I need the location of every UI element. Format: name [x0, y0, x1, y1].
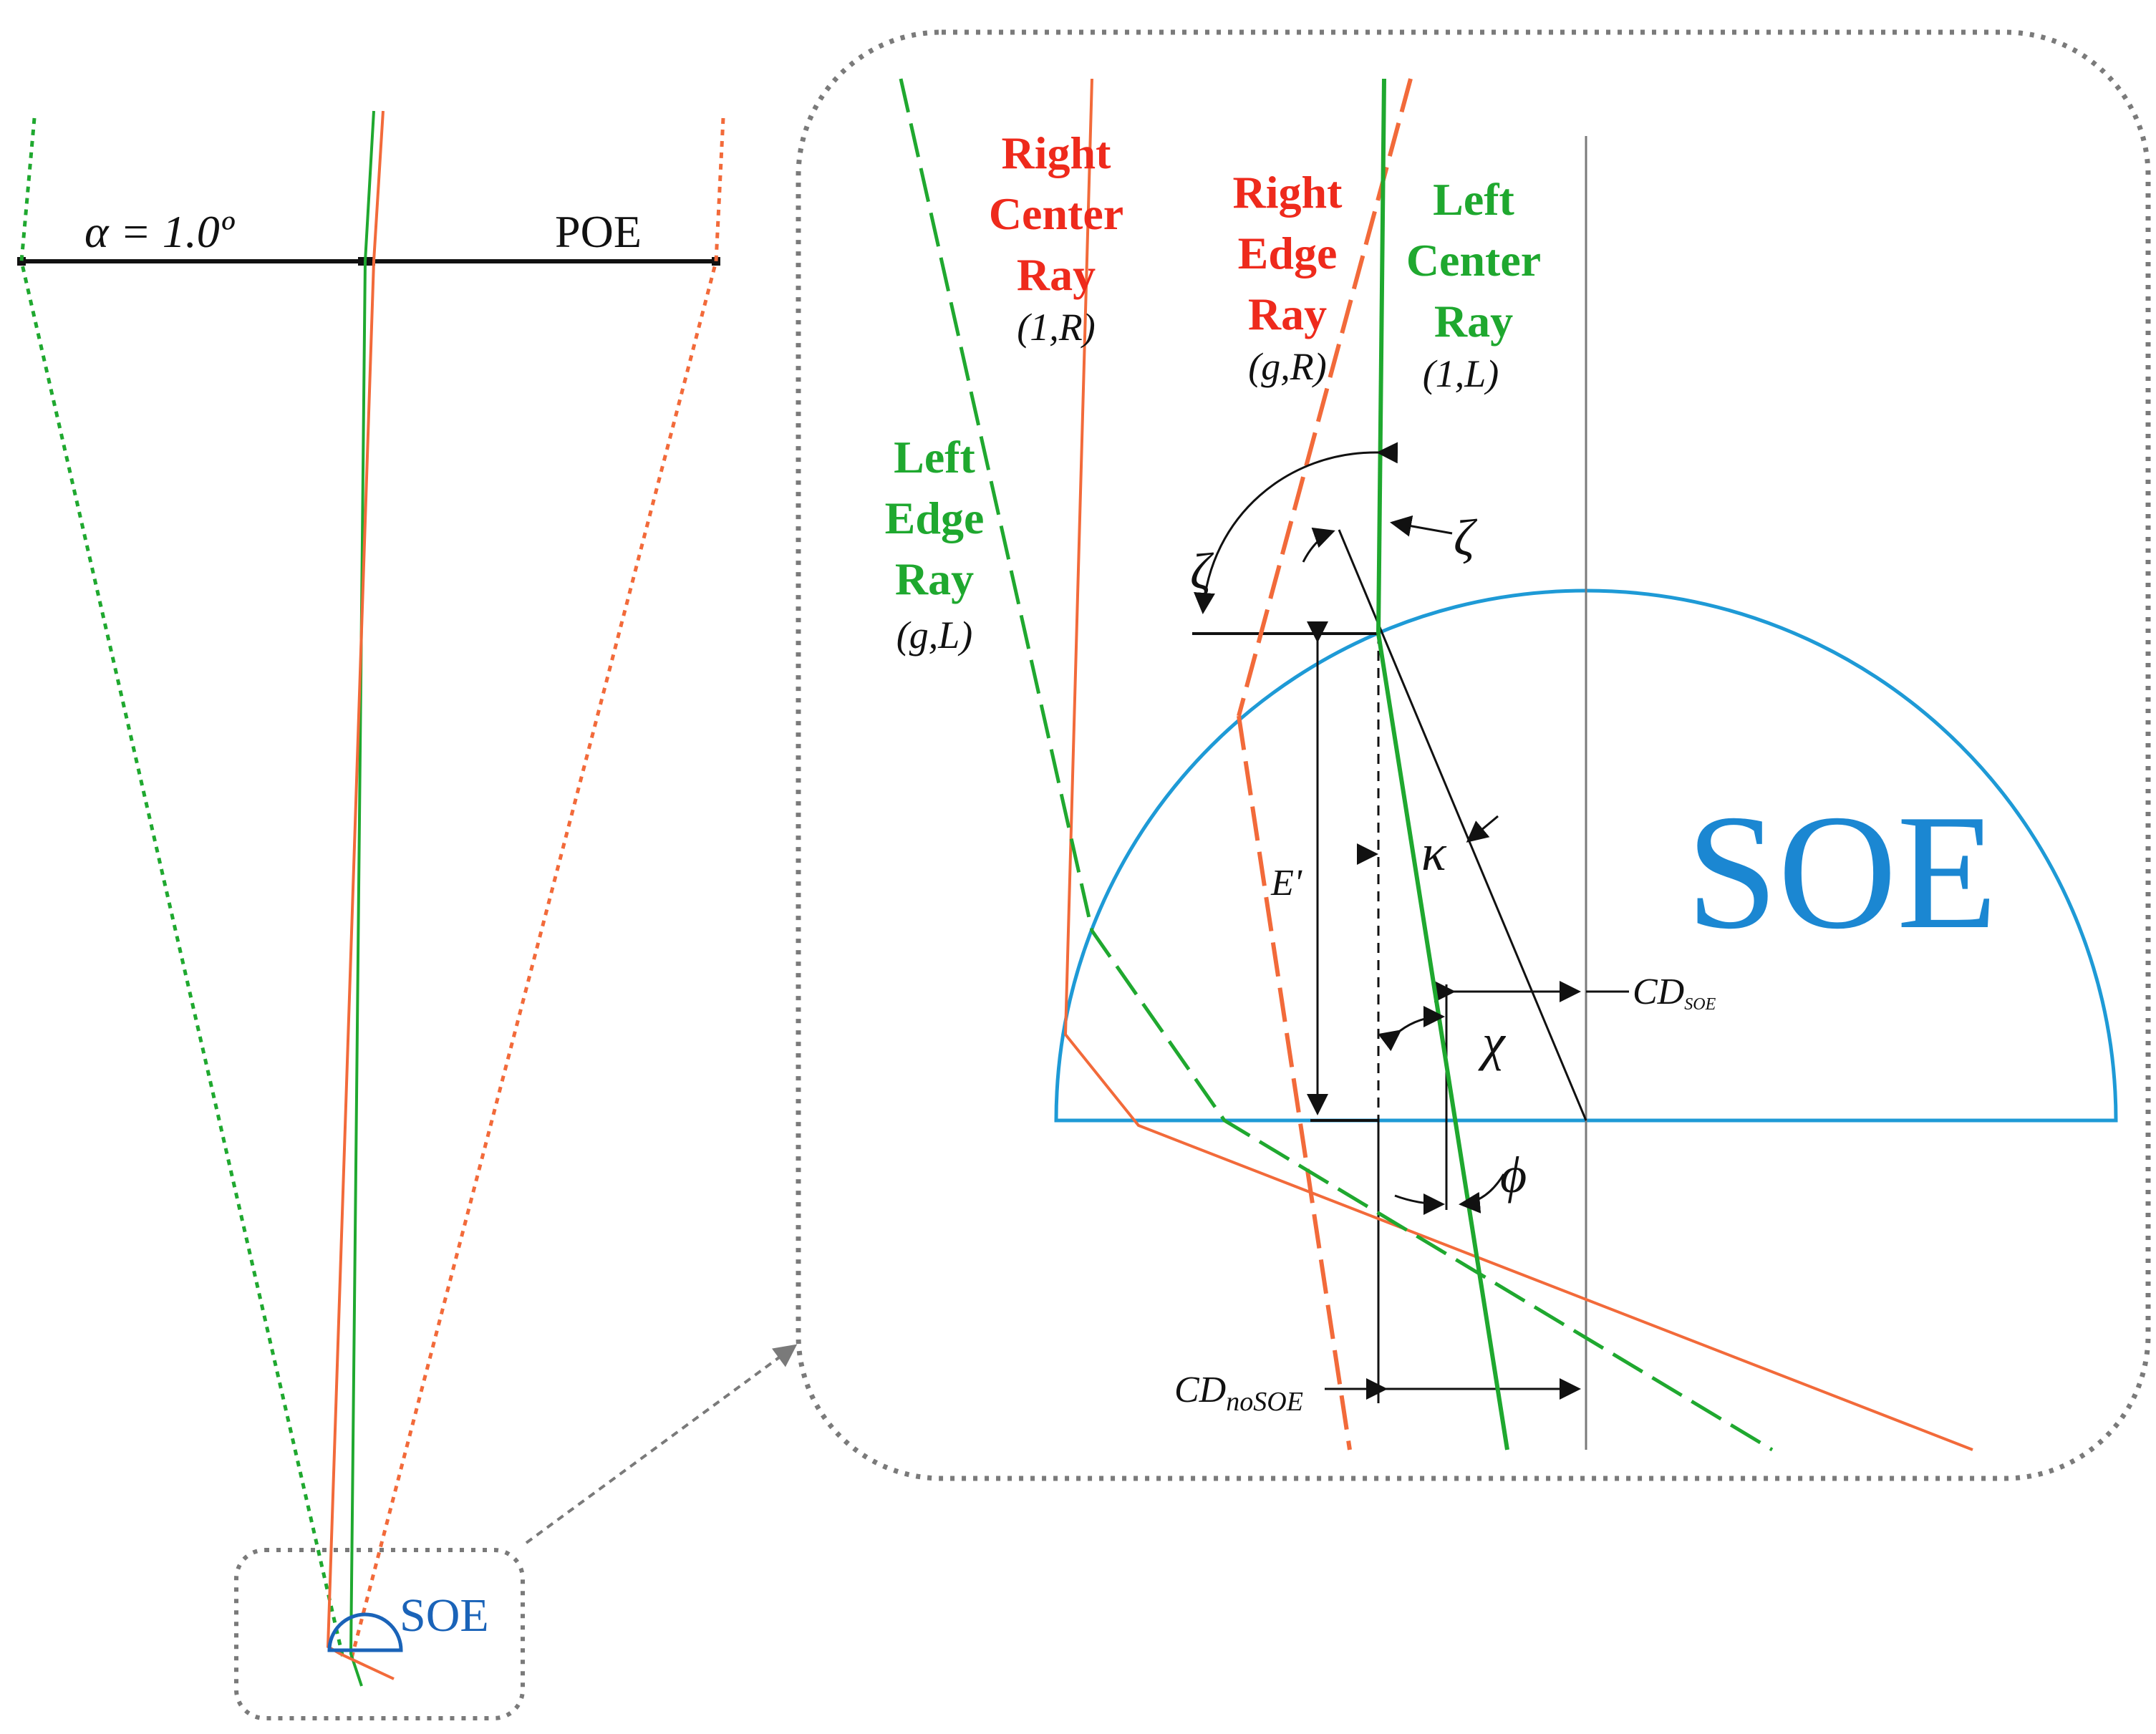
phi-arc-right — [1459, 1173, 1505, 1214]
right-edge-ray-label: Right Edge Ray (g,R) — [1233, 167, 1343, 388]
zoom-panel: SOE Right Center Ray (1,R) Right Edge Ra… — [796, 29, 2151, 1481]
overview-callout-box — [234, 1548, 525, 1720]
left-edge-ray-label: Left Edge Ray (g,L) — [885, 432, 985, 657]
right-edge-label-line2: Edge — [1238, 228, 1338, 278]
alpha-label: α = 1.0º — [84, 206, 235, 257]
cd-nosoe-label: CDnoSOE — [1174, 1370, 1303, 1417]
overview-left-cone-edge — [19, 117, 346, 1662]
right-center-label-line2: Center — [989, 188, 1123, 239]
left-center-label-tag: (1,L) — [1423, 352, 1499, 395]
overview-soe-label: SOE — [400, 1589, 489, 1642]
chi-label: χ — [1478, 1014, 1507, 1071]
right-center-label-line3: Ray — [1017, 249, 1096, 300]
poe-label: POE — [555, 206, 642, 257]
soe-hemisphere — [1054, 589, 2118, 1123]
left-center-ray — [1376, 78, 1386, 634]
right-edge-label-line3: Ray — [1248, 289, 1327, 339]
e-prime-label: E' — [1270, 863, 1302, 904]
cd-soe-main: CD — [1633, 972, 1684, 1012]
left-edge-label-line3: Ray — [895, 553, 974, 604]
right-center-label-line1: Right — [1002, 127, 1112, 178]
overview-green-center-ray — [349, 110, 375, 1687]
zeta-right-pointer — [1390, 515, 1453, 537]
kappa-label: κ — [1421, 824, 1447, 881]
right-center-label-tag: (1,R) — [1017, 306, 1095, 349]
zeta-right-label: ζ — [1454, 509, 1478, 566]
zoom-frame — [796, 29, 2151, 1481]
overview-right-cone-edge — [349, 117, 725, 1662]
overview-soe-hemisphere — [327, 1612, 403, 1652]
poe-right-tick — [712, 257, 720, 266]
right-center-ray-label: Right Center Ray (1,R) — [989, 127, 1123, 349]
left-edge-label-line1: Left — [894, 432, 975, 483]
phi-arc — [1394, 1193, 1445, 1215]
right-edge-label-tag: (g,R) — [1248, 345, 1326, 388]
left-center-label-line2: Center — [1406, 235, 1541, 286]
left-edge-ray — [899, 78, 1774, 1452]
right-edge-ray-refracted — [1237, 715, 1352, 1450]
phi-label: ϕ — [1500, 1146, 1527, 1203]
left-edge-label-line2: Edge — [885, 493, 985, 543]
overview-orange-center-ray — [326, 110, 395, 1680]
cd-nosoe-main: CD — [1174, 1370, 1226, 1410]
zoom-soe-label: SOE — [1686, 780, 1998, 963]
right-center-ray — [1063, 78, 1973, 1451]
zeta-left-label: ζ — [1190, 543, 1214, 600]
left-center-label-line1: Left — [1433, 174, 1514, 225]
kappa-right-pointer — [1466, 815, 1499, 843]
left-center-label-line3: Ray — [1434, 296, 1513, 347]
zeta-left-arc — [1194, 442, 1398, 614]
surface-normal-line — [1338, 529, 1587, 1121]
poe-left-tick — [17, 257, 26, 266]
zeta-inner-arc — [1302, 527, 1335, 563]
cd-soe-sub: SOE — [1684, 995, 1716, 1014]
cd-nosoe-sub: noSOE — [1226, 1387, 1303, 1417]
overview-panel: α = 1.0º POE SOE — [17, 110, 798, 1720]
right-edge-label-line1: Right — [1233, 167, 1343, 218]
zoom-connector-arrow — [525, 1344, 798, 1544]
cd-soe-label: CDSOE — [1633, 972, 1716, 1014]
left-center-ray-label: Left Center Ray (1,L) — [1406, 174, 1541, 395]
left-edge-label-tag: (g,L) — [896, 614, 973, 657]
chi-arc — [1378, 1006, 1445, 1052]
